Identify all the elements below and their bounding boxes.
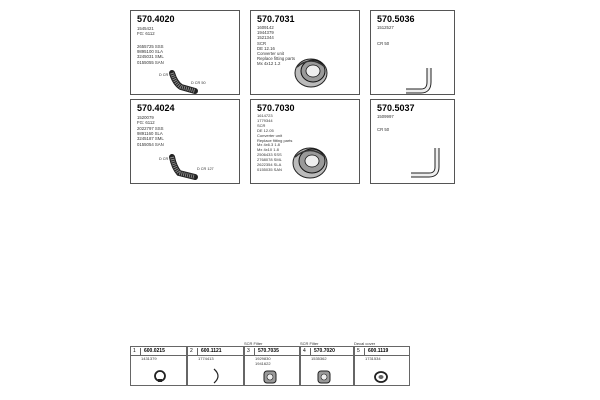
- clamp-icon: [154, 370, 166, 382]
- item-number: 5: [357, 348, 360, 354]
- strap-icon: [213, 368, 219, 384]
- part-card-570-5036[interactable]: 570.5036 1512527 CR 50: [370, 10, 455, 95]
- part-number: 570.5037: [377, 103, 415, 113]
- part-card-570-4020[interactable]: 570.4020 1545421 FG: 6112 2655725 SSS 98…: [130, 10, 240, 95]
- item-number: 4: [303, 348, 306, 354]
- converter-unit-drawing: [294, 58, 328, 88]
- part-codes: 1614723 1779344 SCR DE 12.05 Converter u…: [257, 113, 293, 172]
- part-number: 570.7031: [257, 14, 295, 24]
- part-number: 570.5036: [377, 14, 415, 24]
- strip-item-header: 4 570.7020: [301, 347, 353, 356]
- part-references: 2655725 SSS 9895100 SLA 3245031 SML 0155…: [137, 44, 164, 65]
- strip-item-header: 5 600.1119: [355, 347, 409, 356]
- flex-pipe-drawing: [169, 70, 198, 94]
- part-references: CR 50: [377, 127, 390, 132]
- part-number: 570.4024: [137, 103, 175, 113]
- bent-pipe-drawing: [411, 148, 440, 178]
- part-card-570-7030[interactable]: 570.7030 1614723 1779344 SCR DE 12.05 Co…: [250, 99, 360, 184]
- item-number: 2: [190, 348, 193, 354]
- part-card-570-4024[interactable]: 570.4024 1520079 FG: 6112 2022797 SSS 98…: [130, 99, 240, 184]
- strip-item-600-1121[interactable]: 2 600.1121 1774413: [187, 346, 244, 386]
- part-codes: 1609142 1944379 1521344 SCR DE 12.16 Con…: [257, 25, 295, 67]
- item-codes: 1929830 1941622: [255, 356, 271, 366]
- item-codes: 1731534: [365, 356, 381, 361]
- pipe-end-label-left: D CR 50: [159, 157, 174, 161]
- strip-label-scr-filter: SCR Filter: [244, 341, 263, 346]
- bent-pipe-drawing: [406, 68, 432, 94]
- pipe-end-label-right: D CR 127: [197, 167, 214, 171]
- item-part-number: 600.0215: [140, 348, 165, 355]
- strip-item-570-7035[interactable]: 3 570.7035 1929830 1941622: [244, 346, 300, 386]
- item-part-number: 600.1121: [197, 348, 222, 355]
- strip-item-600-1119[interactable]: 5 600.1119 1731534: [354, 346, 410, 386]
- item-part-number: 570.7035: [254, 348, 279, 355]
- part-codes: 1509997: [377, 114, 394, 119]
- item-codes: 1535362: [311, 356, 327, 361]
- strip-item-570-7020[interactable]: 4 570.7020 1535362: [300, 346, 354, 386]
- part-codes: 1520079 FG: 6112: [137, 115, 155, 126]
- part-references: 2022797 SSS 9891160 SLA 3245187 SML 0155…: [137, 126, 164, 147]
- part-number: 570.4020: [137, 14, 175, 24]
- part-card-570-5037[interactable]: 570.5037 1509997 CR 50: [370, 99, 455, 184]
- pipe-end-label-left: D CR 50: [159, 73, 174, 77]
- strip-item-header: 2 600.1121: [188, 347, 243, 356]
- item-number: 3: [247, 348, 250, 354]
- part-card-570-7031[interactable]: 570.7031 1609142 1944379 1521344 SCR DE …: [250, 10, 360, 95]
- part-codes: 1512527: [377, 25, 394, 30]
- part-codes: 1545421 FG: 6112: [137, 26, 155, 37]
- part-number: 570.7030: [257, 103, 295, 113]
- strip-item-header: 3 570.7035: [245, 347, 299, 356]
- strip-label-scr-filter: SCR Filter: [300, 341, 319, 346]
- decal-cover-icon: [374, 371, 388, 383]
- item-codes: 1774413: [198, 356, 214, 361]
- strip-label-decal-cover: Decal cover: [354, 341, 376, 346]
- item-number: 1: [133, 348, 136, 354]
- scr-filter-icon: [263, 370, 277, 384]
- strip-item-header: 1 600.0215: [131, 347, 186, 356]
- strip-item-600-0215[interactable]: 1 600.0215 1431379: [130, 346, 187, 386]
- part-references: CR 50: [377, 41, 390, 46]
- item-part-number: 600.1119: [364, 348, 388, 355]
- pipe-end-label-right: D CR 50: [191, 81, 206, 85]
- converter-unit-drawing: [292, 147, 328, 179]
- flex-pipe-drawing: [169, 154, 198, 180]
- scr-filter-icon: [317, 370, 331, 384]
- item-codes: 1431379: [141, 356, 157, 361]
- item-part-number: 570.7020: [310, 348, 335, 355]
